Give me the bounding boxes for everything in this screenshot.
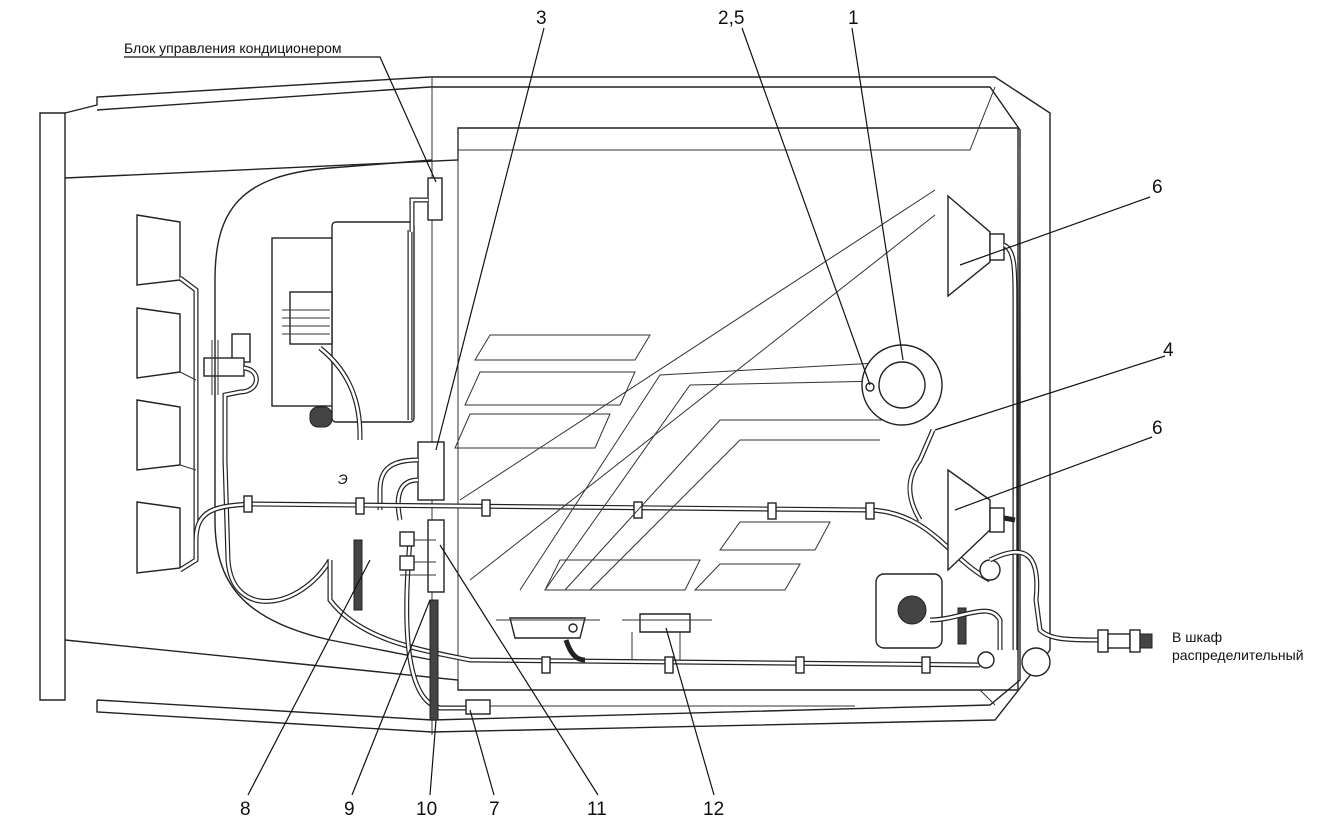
leader-lines xyxy=(124,27,1166,796)
left-lamps xyxy=(136,214,199,574)
callout-12: 12 xyxy=(703,799,724,820)
callout-9: 9 xyxy=(344,799,355,820)
callout-4: 4 xyxy=(1163,340,1174,361)
callout-7: 7 xyxy=(489,799,500,820)
callout-6-upper: 6 xyxy=(1152,177,1163,198)
to-cabinet-label-line1: В шкаф xyxy=(1172,629,1222,645)
ac-control-block xyxy=(409,177,443,232)
callout-11: 11 xyxy=(587,799,607,820)
round-device-1 xyxy=(861,344,943,522)
callout-2-5: 2,5 xyxy=(718,8,744,29)
air-conditioner-unit xyxy=(271,221,415,441)
callout-6-lower: 6 xyxy=(1152,418,1163,439)
callout-8: 8 xyxy=(240,799,251,820)
main-harness xyxy=(193,495,992,583)
compartment-outline xyxy=(214,159,433,661)
control-unit-label: Блок управления кондиционером xyxy=(124,40,342,56)
mark-e-label: Э xyxy=(338,471,348,487)
callout-3: 3 xyxy=(536,8,547,29)
left-relay xyxy=(203,333,333,604)
bulkhead-connectors xyxy=(353,519,445,721)
to-cabinet-label-line2: распределительный xyxy=(1172,647,1304,663)
exit-cable xyxy=(988,549,1153,677)
cabin-body xyxy=(39,76,1051,735)
junction-block-3 xyxy=(377,441,445,521)
callout-10: 10 xyxy=(416,799,437,820)
floor-pattern xyxy=(454,189,936,591)
floor-lamps xyxy=(496,613,712,663)
motor-unit xyxy=(875,559,1003,669)
callout-1: 1 xyxy=(848,8,859,29)
speakers-6 xyxy=(947,194,1018,650)
